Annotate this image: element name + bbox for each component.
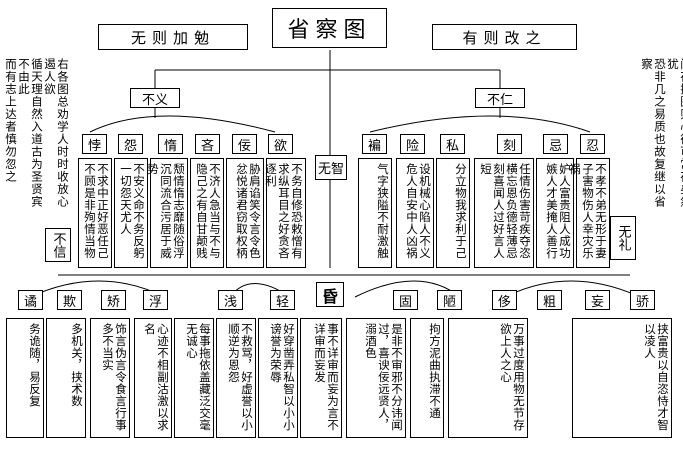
vice-description: 事不详审而妄为言不详审而妄发 (300, 318, 342, 438)
wuli-box: 无礼 (610, 216, 636, 260)
vice-description: 务诡随，易反复 (6, 318, 44, 438)
vice-description: 好穿凿弄私智以小小谤誉为荣辱 (258, 318, 298, 438)
vice-char: 怨 (123, 138, 137, 154)
buxin-box: 不信 (45, 228, 71, 262)
vice-char: 私 (445, 138, 459, 154)
vice-box: 固 (393, 290, 418, 310)
hun-label: 昏 (321, 286, 338, 306)
vice-description: 万事过度用物无节存欲上人之心 (448, 318, 528, 438)
vice-char: 险 (405, 138, 419, 154)
vice-box: 谲 (18, 290, 43, 310)
vice-char: 骄 (635, 294, 649, 310)
hun-box: 昏 (316, 282, 344, 307)
vice-char: 佞 (237, 138, 251, 154)
vice-char: 欲 (273, 138, 287, 154)
vice-char: 粗 (542, 294, 556, 310)
left-banner: 无则加勉 (98, 24, 248, 50)
vice-box: 险 (400, 134, 425, 154)
vice-box: 怨 (118, 134, 143, 154)
vice-description: 不安义命不务反躬一切怨天尤人 (114, 158, 148, 268)
buren-label: 不仁 (486, 92, 513, 108)
page-title: 省察图 (272, 8, 387, 48)
wuzhi-label: 无智 (317, 162, 344, 177)
vice-char: 谲 (23, 294, 37, 310)
vice-box: 忌 (543, 134, 568, 154)
vice-char: 欺 (62, 294, 76, 310)
vice-char: 吝 (200, 138, 214, 154)
vice-description: 任情伤害苛疾夺恣横忘恩负德轻薄忌刻喜闻人过好言人短 (474, 158, 534, 268)
vice-description: 不济人急当与不与隐己之有自甘颠贱 (190, 158, 224, 268)
wuli-label: 无礼 (615, 225, 631, 251)
vice-box: 妄 (585, 290, 610, 310)
vice-box: 轻 (270, 290, 295, 310)
vice-description: 心迹不相副沽激以求名 (134, 318, 172, 438)
wuzhi-box: 无智 (315, 155, 347, 180)
vice-char: 矫 (106, 294, 120, 310)
vice-description: 分立物我求利于己 (436, 158, 470, 268)
left-banner-text: 无则加勉 (130, 28, 215, 47)
buren-box: 不仁 (475, 88, 525, 108)
vice-box: 褊 (362, 134, 387, 154)
vice-box: 忍 (580, 134, 605, 154)
vice-char: 悖 (87, 138, 101, 154)
vice-char: 侈 (497, 294, 511, 310)
right-note: 阅存操图则心德可常存矣然犹 恐非几之易质也故复继以省察 (640, 58, 683, 218)
vice-description: 是非不审邪不分讳闻过，喜谀佞远贤人，溺酒色 (346, 318, 406, 438)
vice-char: 浮 (148, 294, 162, 310)
left-note-line: 而有志上达者慎勿忽之 (4, 58, 18, 183)
vice-char: 惰 (163, 138, 177, 154)
vice-description: 设机械心陷人不义危人自安中人凶祸 (396, 158, 434, 268)
vice-box: 粗 (537, 290, 562, 310)
vice-description: 每事拖依盖藏泛交毫无诚心 (174, 318, 214, 438)
vice-box: 吝 (195, 134, 220, 154)
vice-description: 不求中正好恶任己不顾是非殉情当物 (78, 158, 112, 268)
vice-box: 矫 (101, 290, 126, 310)
vice-char: 陋 (442, 294, 456, 310)
vice-description: 胁肩谄笑令言令色忿悦诸君窃取权柄 (226, 158, 264, 268)
vice-description: 多机关，挟术数 (46, 318, 86, 438)
vice-description: 颓情惰志靡随俗浮沉同流合污居于威势 (146, 158, 188, 268)
vice-box: 浮 (143, 290, 168, 310)
vice-box: 佞 (232, 134, 257, 154)
vice-box: 骄 (630, 290, 655, 310)
vice-char: 褊 (367, 138, 381, 154)
left-note-line: 右各图总劝学人时时收放心遏人欲 (43, 58, 70, 208)
vice-box: 浅 (218, 290, 243, 310)
vice-box: 悖 (82, 134, 107, 154)
vice-description: 不孝不弟无形于妻子害物伤人幸灾乐祸 (568, 158, 610, 268)
buyi-label: 不义 (141, 92, 168, 108)
vice-box: 惰 (158, 134, 183, 154)
vice-description: 拘方泥曲执滞不通 (410, 318, 444, 438)
vice-description: 妒人富贵阻人成功嫉人才美掩人善行 (536, 158, 574, 268)
vice-box: 侈 (492, 290, 517, 310)
page-title-text: 省察图 (287, 18, 372, 43)
vice-description: 挟富贵以自恣恃才智以凌人 (572, 318, 672, 438)
vice-description: 不救骂，好虚誉以小顺逆为恩怨 (216, 318, 256, 438)
vice-char: 浅 (223, 294, 237, 310)
vice-char: 忍 (585, 138, 599, 154)
vice-box: 欲 (268, 134, 293, 154)
vice-box: 陋 (437, 290, 462, 310)
vice-description: 气字狭隘不耐激触 (358, 158, 392, 268)
right-banner-text: 有则改之 (462, 28, 547, 47)
buyi-box: 不义 (130, 88, 180, 108)
right-note-line: 恐非几之易质也故复继以省察 (640, 58, 667, 208)
vice-box: 私 (440, 134, 465, 154)
right-note-line: 阅存操图则心德可常存矣然犹 (666, 58, 683, 208)
left-note: 右各图总劝学人时时收放心遏人欲 循天理自然入道古为圣贤宾不由此 而有志上达者慎勿… (4, 58, 70, 218)
vice-box: 欺 (57, 290, 82, 310)
vice-char: 固 (398, 294, 412, 310)
vice-description: 饰言伪言令食言行事多不当实 (90, 318, 130, 438)
left-note-line: 循天理自然入道古为圣贤宾不由此 (17, 58, 44, 208)
vice-char: 忌 (548, 138, 562, 154)
vice-char: 刻 (502, 138, 516, 154)
vice-description: 不务自修恐敕憎有求纵耳目之好贪吝逐利 (264, 158, 306, 268)
right-banner: 有则改之 (432, 24, 577, 50)
vice-char: 妄 (590, 294, 604, 310)
vice-box: 刻 (497, 134, 522, 154)
buxin-label: 不信 (50, 232, 66, 258)
vice-char: 轻 (275, 294, 289, 310)
